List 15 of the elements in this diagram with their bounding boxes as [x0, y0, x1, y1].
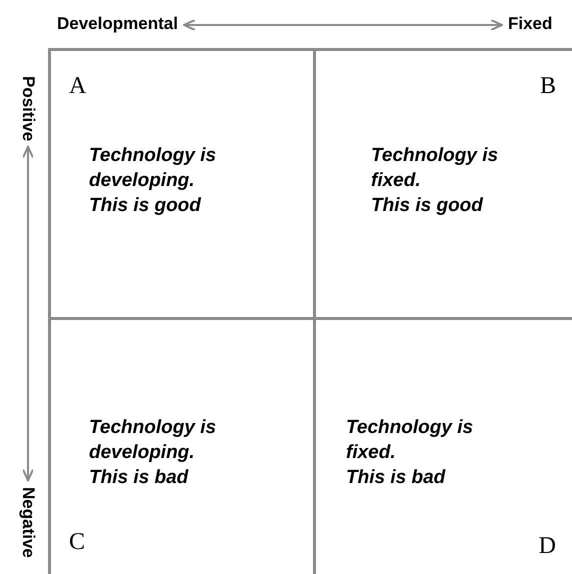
axis-label: Developmental — [57, 14, 178, 34]
quadrant-text: Technology is fixed. This is good — [371, 144, 500, 218]
axis-label: Negative — [18, 486, 38, 558]
axis-label: Positive — [18, 76, 38, 141]
quadrant-text: Technology is developing. This is bad — [89, 416, 218, 490]
double-arrow — [22, 146, 34, 482]
quadrant-letter: D — [538, 533, 556, 560]
quadrant-letter: B — [540, 73, 556, 100]
quadrant-text: Technology is fixed. This is bad — [346, 416, 474, 490]
quadrant-letter: C — [69, 529, 86, 556]
quadrant-letter: A — [69, 73, 86, 100]
double-arrow — [182, 19, 503, 31]
quadrant-text: Technology is developing. This is good — [89, 144, 218, 218]
axis-label: Fixed — [508, 14, 552, 34]
quadrant-cell — [48, 48, 316, 320]
